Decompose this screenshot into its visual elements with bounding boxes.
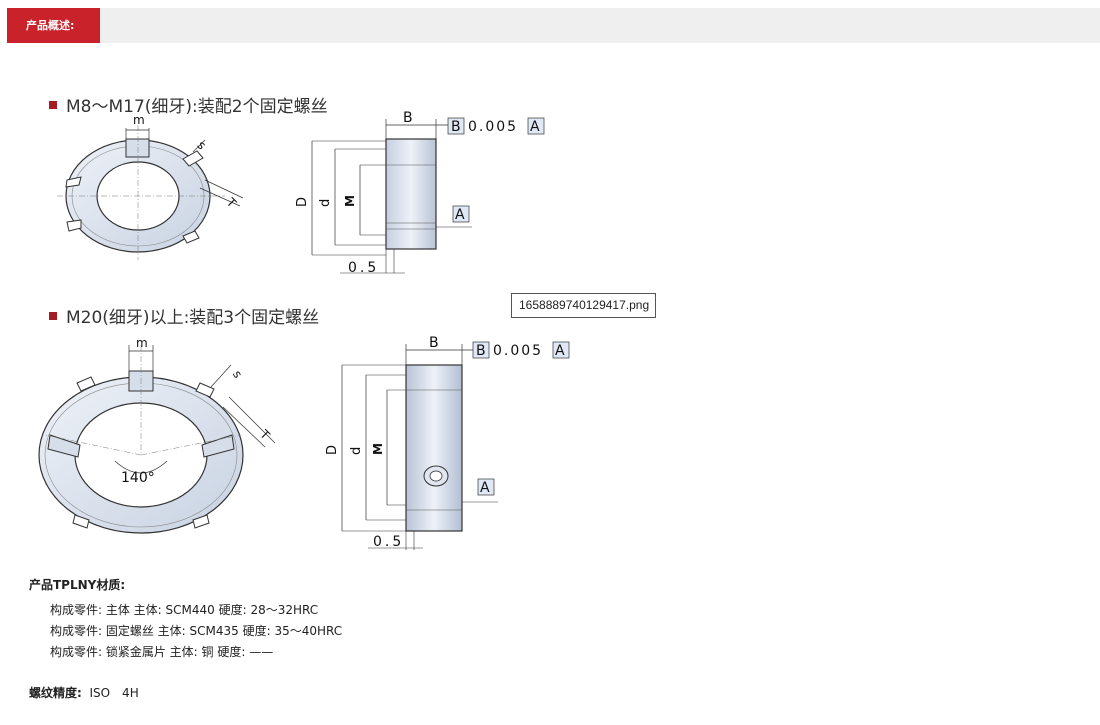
dim-T-label: T [223, 195, 239, 211]
dim-angle-label: 140° [121, 470, 155, 486]
tolerance-datum: A [555, 343, 565, 359]
nut-side-view-small: B B 0.005 A D d M A 0.5 [290, 105, 560, 280]
tolerance-value: 0.005 [468, 119, 518, 135]
materials-section: 产品TPLNY材质: 构成零件: 主体 主体: SCM440 硬度: 28～32… [29, 576, 342, 663]
tolerance-value: 0.005 [493, 343, 543, 359]
materials-row: 构成零件: 主体 主体: SCM440 硬度: 28～32HRC [50, 603, 319, 617]
thread-value: ISO 4H [89, 686, 139, 700]
header-bar: 产品概述: [7, 8, 1100, 43]
dim-D-label: D [325, 445, 340, 455]
dim-s-label: s [195, 138, 209, 152]
bullet-icon [49, 312, 57, 320]
datum-A: A [480, 480, 490, 496]
materials-row: 构成零件: 锁紧金属片 主体: 铜 硬度: —— [50, 645, 274, 659]
materials-row: 构成零件: 固定螺丝 主体: SCM435 硬度: 35～40HRC [50, 624, 343, 638]
tolerance-ref: B [476, 343, 486, 359]
header-tab[interactable]: 产品概述: [7, 8, 100, 43]
section-title-text: M20(细牙)以上:装配3个固定螺丝 [66, 308, 320, 328]
dim-m-label: m [133, 113, 145, 127]
dim-offset-label: 0.5 [348, 260, 379, 276]
materials-heading: 产品TPLNY材质: [29, 578, 126, 592]
tolerance-datum: A [530, 119, 540, 135]
section-title-m8-m17: M8～M17(细牙):装配2个固定螺丝 [49, 92, 328, 117]
dim-T-label: T [257, 427, 273, 443]
thread-precision: 螺纹精度: ISO 4H [29, 684, 139, 701]
nut-side-view-large: B B 0.005 A D d M A 0.5 [318, 330, 588, 560]
dim-s-label: s [230, 368, 245, 380]
dim-M-label: M [371, 443, 385, 455]
tolerance-ref: B [451, 119, 461, 135]
bullet-icon [49, 101, 57, 109]
nut-front-view-large: 140° m s T [35, 335, 285, 535]
nut-front-view-small: m s T [55, 110, 255, 260]
datum-A: A [455, 207, 465, 223]
dim-M-label: M [343, 195, 357, 207]
dim-D-label: D [295, 197, 310, 207]
section-title-m20-up: M20(细牙)以上:装配3个固定螺丝 [49, 303, 319, 328]
image-tooltip: 1658889740129417.png [511, 293, 656, 318]
section-title-text: M8～M17(细牙):装配2个固定螺丝 [66, 97, 328, 117]
dim-d-label: d [349, 447, 364, 455]
thread-label: 螺纹精度: [29, 686, 82, 700]
dim-d-label: d [318, 199, 333, 207]
dim-B-label: B [403, 110, 413, 126]
dim-offset-label: 0.5 [373, 534, 404, 550]
dim-B-label: B [429, 335, 439, 351]
dim-m-label: m [136, 336, 148, 350]
